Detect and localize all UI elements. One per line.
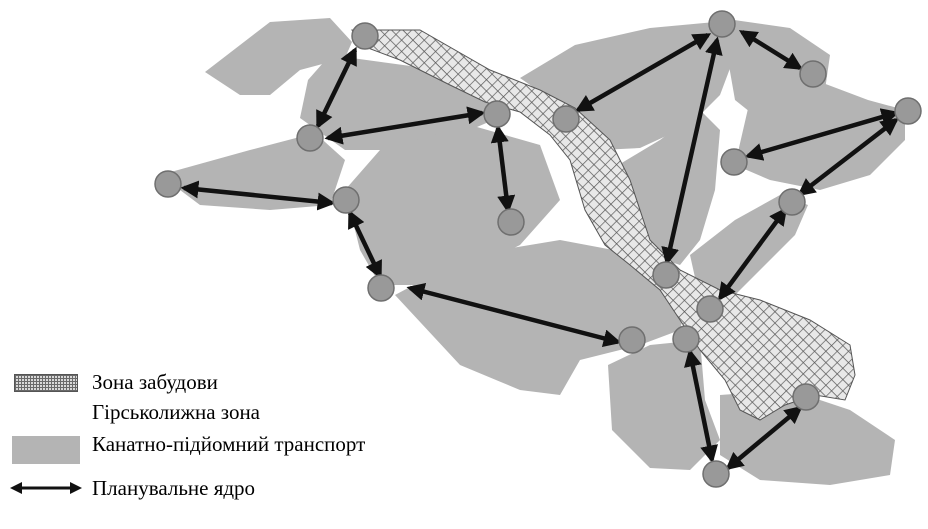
legend-label-building: Зона забудови <box>92 370 218 394</box>
planning-core-node <box>708 10 736 38</box>
planning-core-node <box>552 105 580 133</box>
legend-item-cable: Канатно-підйомний транспорт <box>8 430 468 458</box>
ski-zone <box>205 18 352 95</box>
cable-transport-links <box>180 30 900 471</box>
cable-link <box>797 117 899 197</box>
cable-link <box>661 36 723 266</box>
legend-item-ski: Гірськолижна зона <box>8 398 468 426</box>
planning-core-node <box>894 97 922 125</box>
legend-label-ski: Гірськолижна зона <box>92 400 260 424</box>
planning-core-node <box>497 208 525 236</box>
planning-core-node <box>799 60 827 88</box>
planning-core-node <box>696 295 724 323</box>
legend-label-cable: Канатно-підйомний транспорт <box>92 432 366 456</box>
ski-zone <box>608 340 720 470</box>
planning-core-node <box>792 383 820 411</box>
planning-core-node <box>154 170 182 198</box>
planning-core-node <box>618 326 646 354</box>
planning-core-node <box>652 261 680 289</box>
planning-core-node <box>672 325 700 353</box>
planning-core-node <box>720 148 748 176</box>
planning-core-node <box>351 22 379 50</box>
planning-cores <box>154 10 922 488</box>
cable-link <box>490 124 516 214</box>
cable-link <box>324 106 486 145</box>
legend: Зона забудови Гірськолижна зона Канатно-… <box>8 368 468 518</box>
planning-core-node <box>296 124 324 152</box>
legend-item-core: Планувальне ядро <box>8 474 468 502</box>
cable-link <box>347 209 383 280</box>
cable-link <box>406 282 622 348</box>
cable-link <box>180 180 336 211</box>
planning-core-node <box>367 274 395 302</box>
cable-link <box>738 30 804 70</box>
cable-link <box>684 348 718 464</box>
planning-core-node <box>702 460 730 488</box>
double-arrow-icon <box>10 482 82 494</box>
planning-core-node <box>332 186 360 214</box>
ski-zone-swatch <box>12 436 80 464</box>
legend-item-building: Зона забудови <box>8 368 468 396</box>
legend-label-core: Планувальне ядро <box>92 476 256 500</box>
cable-link <box>315 46 358 130</box>
planning-core-node <box>483 100 511 128</box>
cable-link <box>725 405 803 471</box>
building-zone-swatch <box>14 374 78 392</box>
planning-core-node <box>778 188 806 216</box>
cable-link <box>717 207 788 301</box>
